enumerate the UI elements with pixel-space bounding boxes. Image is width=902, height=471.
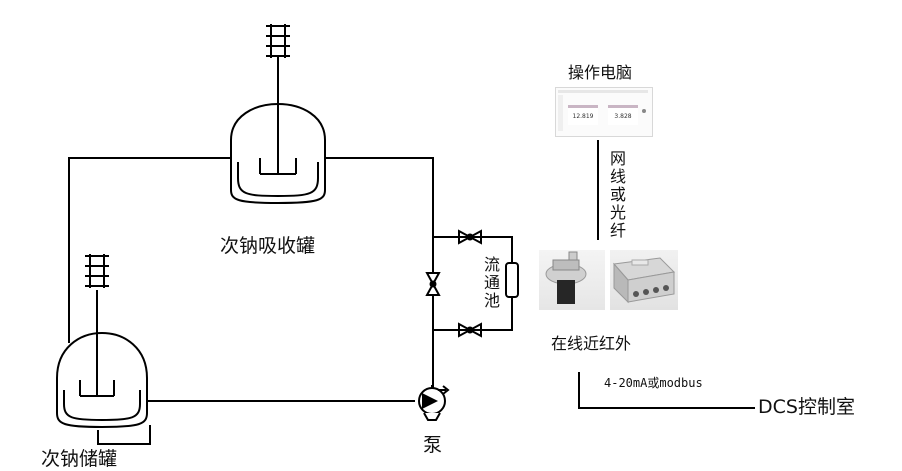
motor-icon [266, 24, 290, 58]
absorber-tank [230, 24, 326, 205]
pump-label: 泵 [423, 434, 443, 456]
storage-tank-body [56, 332, 148, 429]
nir-online-label: 在线近红外 [551, 334, 632, 353]
storage-tank-jacket [63, 390, 141, 422]
screen-card-2: 3.828 [608, 105, 638, 125]
network-label: 网线或光纤 [609, 149, 626, 240]
screen-card-1: 12.819 [568, 105, 598, 125]
analyzer-photo-icon [610, 250, 678, 310]
storage-label: 次钠储罐 [41, 448, 118, 470]
absorber-tank-jacket [237, 162, 319, 198]
screen-value-2: 3.828 [614, 113, 632, 120]
pump-icon [418, 385, 450, 421]
flow-cell-icon [505, 262, 519, 298]
storage-tank [56, 254, 148, 429]
computer-screen-icon: 12.819 3.828 [555, 87, 653, 137]
check-valve-icon [425, 272, 441, 296]
agitator-icon [259, 57, 297, 175]
signal-label: 4-20mA或modbus [604, 376, 703, 390]
signal-line [578, 372, 755, 409]
check-valve-icon [458, 229, 482, 245]
absorber-label: 次钠吸收罐 [220, 235, 316, 257]
flow-cell-label: 流通池 [483, 255, 500, 310]
agitator-icon [79, 290, 115, 397]
computer-label: 操作电脑 [568, 63, 633, 82]
check-valve-icon [458, 322, 482, 338]
motor-icon [85, 254, 109, 288]
absorber-tank-body [230, 103, 326, 205]
dcs-label: DCS控制室 [758, 396, 855, 418]
screen-value-1: 12.819 [572, 113, 594, 120]
analyzer-photo-icon [539, 250, 605, 310]
